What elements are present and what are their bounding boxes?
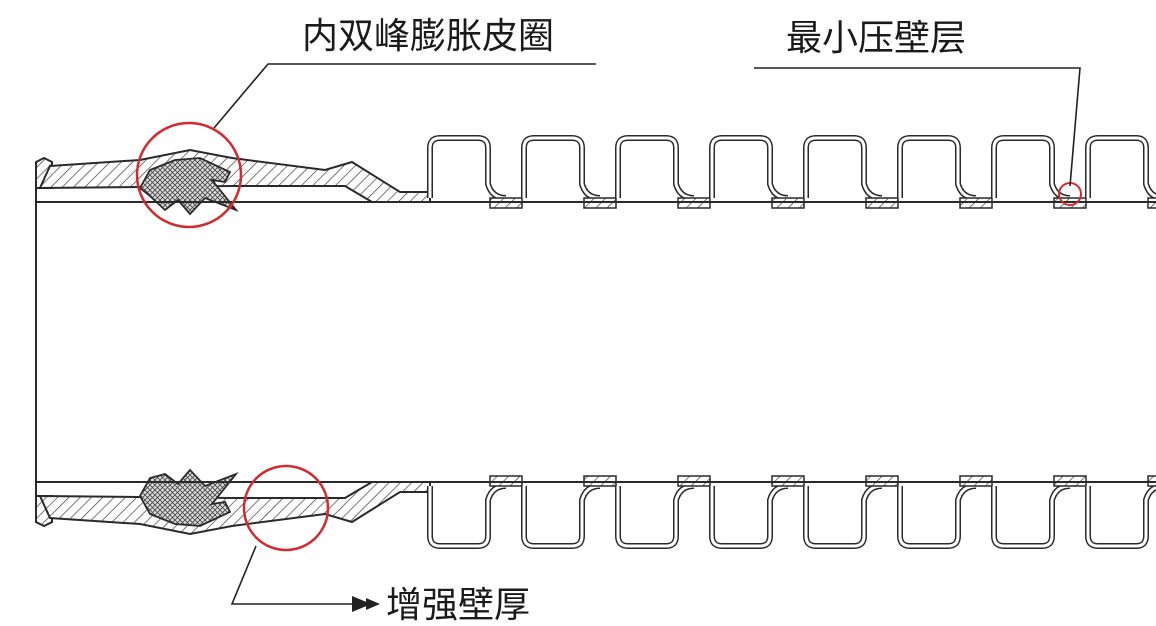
corrugation-rib-inner (428, 484, 507, 548)
corrugation-rib (991, 135, 1071, 201)
corrugation-rib (427, 483, 507, 549)
callout-seal-ring: 内双峰膨胀皮圈 (135, 16, 596, 229)
corrugation-rib (803, 135, 883, 201)
bottom-corrugations (427, 475, 1156, 549)
callout-min-wall: 最小压壁层 (754, 18, 1082, 206)
thick-wall-label: 增强壁厚 (386, 585, 530, 626)
seal-ring-leader-line (213, 63, 596, 129)
corrugation-rib (521, 135, 601, 201)
corrugation-rib (521, 483, 601, 549)
corrugation-rib (897, 135, 977, 201)
corrugation-rib (709, 483, 789, 549)
min-wall-label: 最小压壁层 (786, 18, 966, 59)
corrugation-rib-inner (992, 136, 1071, 200)
corrugation-rib-inner (992, 484, 1071, 548)
corrugation-rib (615, 135, 695, 201)
top-pipe-wall (35, 135, 1156, 216)
corrugation-rib (897, 483, 977, 549)
corrugation-rib-inner (522, 136, 601, 200)
thick-wall-leader-line (230, 545, 372, 612)
corrugation-rib-inner (804, 484, 883, 548)
corrugation-rib-inner (1086, 136, 1156, 199)
corrugation-rib (709, 135, 789, 201)
top-socket-wall (38, 148, 431, 203)
min-wall-leader-line (754, 67, 1081, 187)
top-corrugations (427, 135, 1156, 209)
callout-thick-wall: 增强壁厚 (230, 464, 530, 626)
corrugation-rib-inner (804, 136, 883, 200)
corrugation-rib-inner (616, 136, 695, 200)
corrugation-rib-inner (1086, 485, 1156, 548)
arrow-right-icon (366, 598, 380, 610)
corrugation-rib (803, 483, 883, 549)
bottom-pipe-wall (35, 468, 1156, 549)
thick-wall-highlight-circle (242, 464, 330, 552)
corrugation-rib (991, 483, 1071, 549)
seal-ring-highlight-circle (135, 121, 243, 229)
corrugation-rib-inner (898, 484, 977, 548)
seal-ring-label: 内双峰膨胀皮圈 (302, 16, 554, 57)
bottom-socket-wall (38, 481, 431, 536)
corrugation-rib-inner (522, 484, 601, 548)
corrugation-rib (615, 483, 695, 549)
corrugation-rib (427, 135, 507, 201)
corrugation-rib-inner (710, 136, 789, 200)
corrugation-rib-inner (428, 136, 507, 200)
corrugation-rib-inner (710, 484, 789, 548)
top-seal-ring (138, 157, 239, 216)
corrugation-rib-inner (898, 136, 977, 200)
corrugation-rib-inner (616, 484, 695, 548)
bottom-seal-ring (138, 468, 239, 527)
